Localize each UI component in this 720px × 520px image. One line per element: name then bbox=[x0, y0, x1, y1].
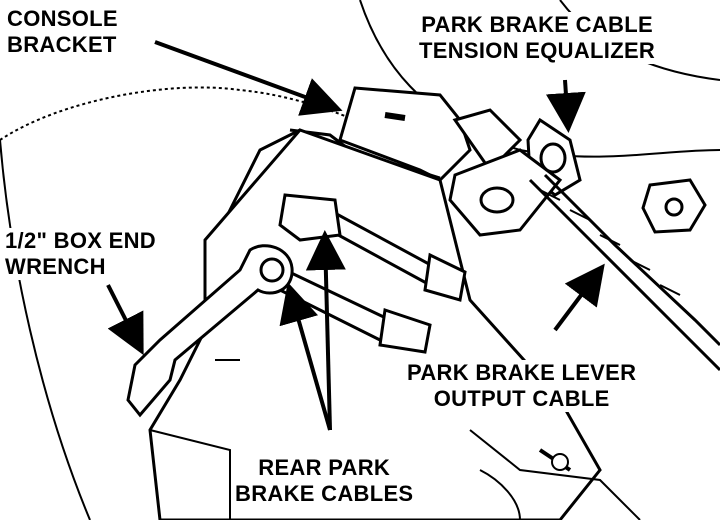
label-line: REAR PARK bbox=[258, 455, 391, 480]
bracket-body bbox=[148, 128, 602, 520]
lever-output-cable-shape bbox=[528, 173, 720, 372]
label-lever-output-cable: PARK BRAKE LEVER OUTPUT CABLE bbox=[404, 360, 640, 412]
label-line: PARK BRAKE LEVER bbox=[407, 360, 637, 385]
label-line: PARK BRAKE CABLE bbox=[421, 12, 653, 37]
label-line: TENSION EQUALIZER bbox=[419, 38, 656, 63]
label-line: BRAKE CABLES bbox=[235, 481, 414, 506]
tension-equalizer-shape bbox=[448, 108, 582, 237]
label-equalizer: PARK BRAKE CABLE TENSION EQUALIZER bbox=[416, 12, 659, 64]
leader-arrows bbox=[106, 40, 605, 431]
label-line: WRENCH bbox=[5, 254, 106, 279]
label-console-bracket: CONSOLE BRACKET bbox=[4, 6, 121, 58]
bottom-mechanism bbox=[469, 429, 641, 520]
hex-nut bbox=[641, 178, 707, 234]
label-line: 1/2" BOX END bbox=[5, 228, 156, 253]
label-line: CONSOLE bbox=[7, 6, 118, 31]
label-line: OUTPUT CABLE bbox=[433, 386, 610, 411]
label-line: BRACKET bbox=[7, 32, 117, 57]
console-bracket-shape bbox=[218, 86, 472, 231]
label-wrench: 1/2" BOX END WRENCH bbox=[2, 228, 159, 280]
label-rear-park-brake-cables: REAR PARK BRAKE CABLES bbox=[232, 455, 417, 507]
